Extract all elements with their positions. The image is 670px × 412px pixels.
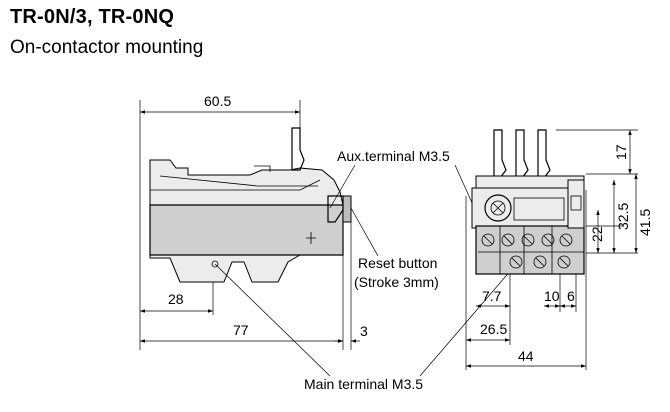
dim-6-label: 6	[567, 288, 575, 304]
side-main-terminal-screw	[211, 260, 219, 268]
dim-41-5-label: 41.5	[637, 209, 653, 236]
front-terminal-lower-slots	[511, 257, 569, 267]
main-terminal-leader-front	[419, 261, 519, 377]
dim-3-label: 3	[360, 323, 368, 339]
dim-26-5-label: 26.5	[480, 321, 507, 337]
reset-button-label: Reset button	[358, 255, 437, 271]
dim-7-7-label: 7.7	[482, 288, 502, 304]
side-top-tab	[291, 127, 305, 171]
side-housing-groove	[159, 175, 318, 187]
reset-button-leader	[350, 207, 379, 257]
front-terminal-upper-2	[501, 233, 515, 247]
front-terminal-partitions	[478, 226, 584, 274]
side-marking	[306, 232, 316, 244]
front-terminal-lower-2	[533, 255, 547, 269]
front-terminal-upper-slots	[483, 235, 571, 245]
front-lead-1	[493, 129, 507, 179]
main-terminal-label: Main terminal M3.5	[304, 376, 423, 392]
aux-terminal-leader-side	[329, 164, 356, 209]
side-view: 60.5 28 77 3	[139, 93, 368, 350]
front-terminal-upper-4	[541, 233, 555, 247]
dim-32-5-label: 32.5	[615, 203, 631, 230]
dim-60-5-label: 60.5	[204, 93, 231, 109]
dim-77-label: 77	[233, 322, 249, 338]
front-terminal-lower-1	[509, 255, 523, 269]
front-terminal-upper-3	[521, 233, 535, 247]
front-aux-block	[567, 179, 585, 229]
front-terminal-upper-5	[559, 233, 573, 247]
reset-stroke-label: (Stroke 3mm)	[354, 274, 439, 290]
dim-44-label: 44	[518, 348, 534, 364]
dim-10-label: 10	[544, 288, 560, 304]
page-title: TR-0N/3, TR-0NQ	[10, 6, 175, 28]
side-reset-housing	[327, 195, 344, 223]
page-subtitle: On-contactor mounting	[10, 37, 204, 58]
callouts: Aux.terminal M3.5 Reset button (Stroke 3…	[214, 148, 519, 392]
front-aux-terminal	[570, 195, 582, 211]
side-top-clip	[254, 165, 271, 172]
front-upper-body	[471, 187, 585, 229]
aux-terminal-label: Aux.terminal M3.5	[337, 148, 450, 164]
front-dial-panel	[513, 197, 565, 221]
main-terminal-leader-side	[214, 263, 331, 377]
front-view: 17 41.5 32.5 22 7.7 10 6 26.5 44	[465, 129, 653, 370]
side-housing-lower	[149, 204, 344, 256]
dim-28-label: 28	[168, 291, 184, 307]
side-housing-edge	[150, 179, 321, 191]
dim-22-label: 22	[589, 226, 605, 242]
front-adjust-dial-inner	[490, 200, 506, 216]
dim-17-label: 17	[613, 144, 629, 160]
front-adjust-dial	[484, 194, 512, 222]
side-reset-button	[342, 195, 352, 223]
front-adjust-dial-cross	[492, 202, 504, 214]
front-lead-2	[515, 129, 529, 179]
front-terminal-lower-3	[557, 255, 571, 269]
front-terminal-upper-1	[481, 233, 495, 247]
front-lead-3	[537, 129, 551, 179]
